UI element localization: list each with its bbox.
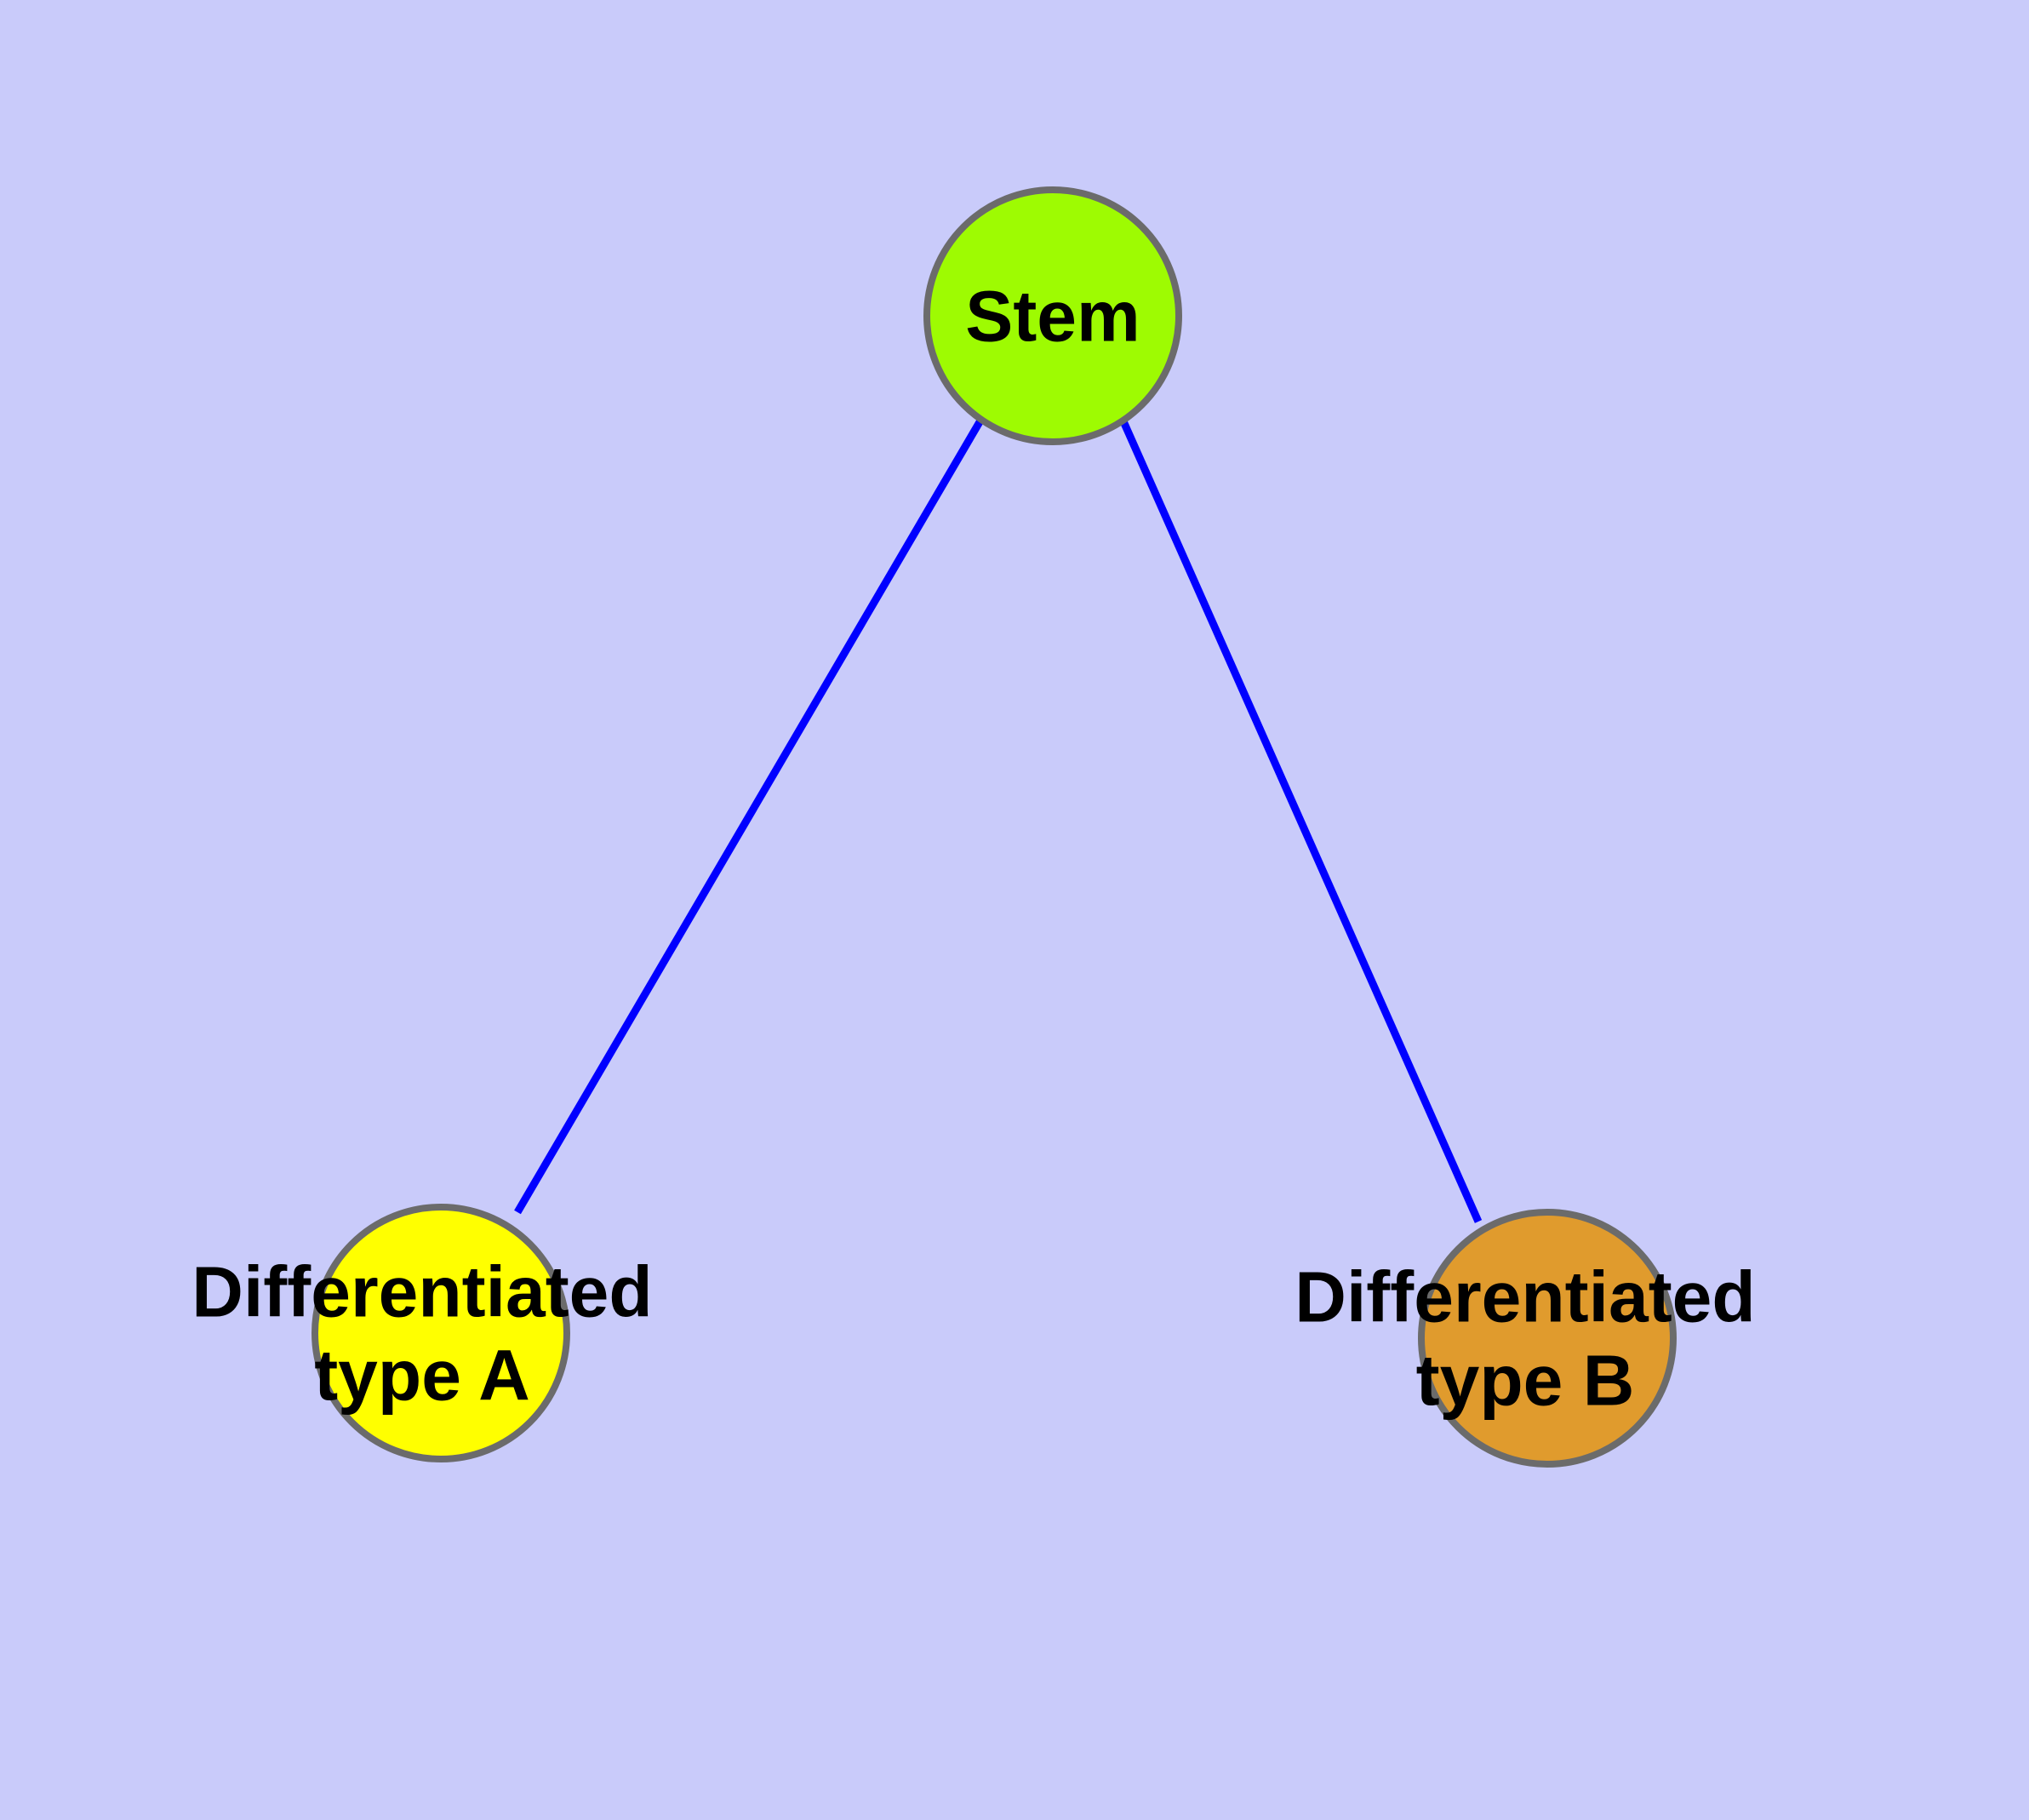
edge-stem-to-differentiated-type-a[interactable] xyxy=(514,418,984,1215)
node-label-stem: Stem xyxy=(965,276,1140,356)
node-differentiated-type-b[interactable] xyxy=(1418,1209,1677,1468)
edges-layer xyxy=(514,418,1483,1223)
node-differentiated-type-a[interactable] xyxy=(311,1204,570,1462)
node-label-line: type B xyxy=(1416,1341,1635,1421)
edge-stem-to-differentiated-type-b[interactable] xyxy=(1119,420,1483,1223)
node-stem[interactable] xyxy=(923,186,1182,445)
node-label-line: Stem xyxy=(965,276,1140,356)
node-label-line: Differentiated xyxy=(1295,1256,1755,1336)
node-label-line: type A xyxy=(314,1336,530,1416)
node-label-line: Differentiated xyxy=(191,1251,652,1331)
nodes-layer xyxy=(311,186,1677,1468)
